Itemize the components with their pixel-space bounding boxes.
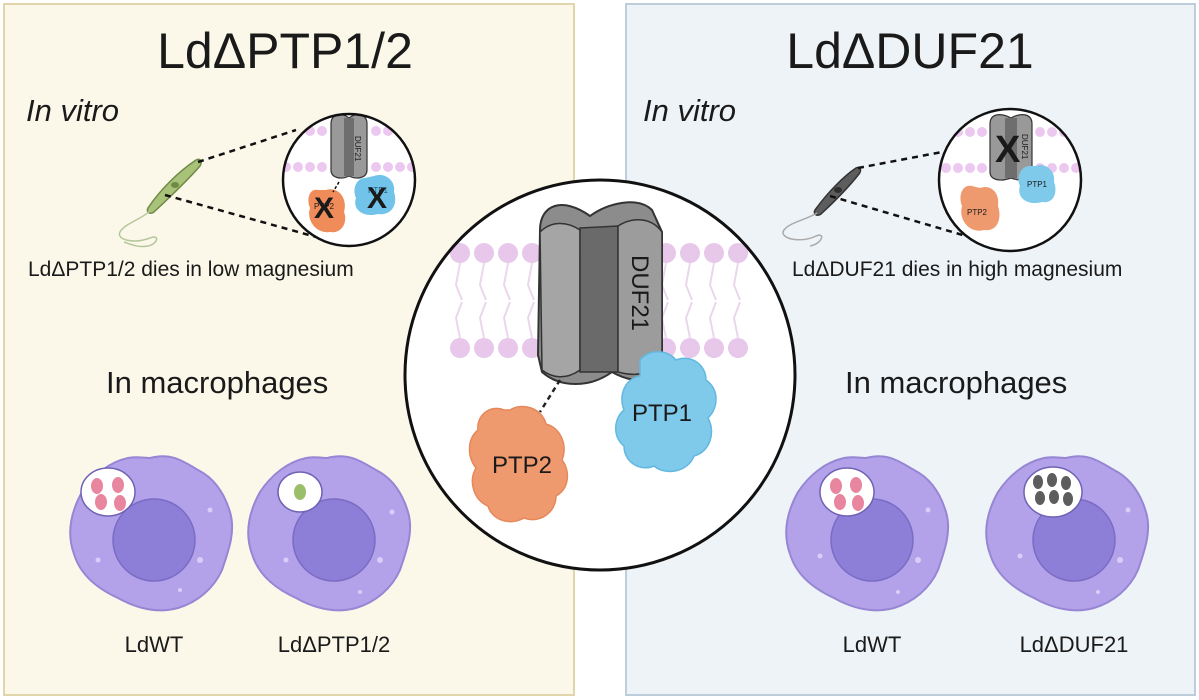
left-in-vitro-label: In vitro	[26, 93, 120, 128]
right-inset-ptp2-label: PTP2	[967, 208, 988, 217]
zoom-line-top	[857, 150, 943, 170]
center-channel-label: DUF21	[626, 255, 653, 332]
left-macrophage-heading: In macrophages	[106, 365, 329, 400]
macrophage-left-wt	[69, 455, 234, 612]
ptp1-knockout-mark: X	[367, 182, 388, 215]
center-ptp1-label: PTP1	[632, 400, 693, 427]
zoom-line-top	[197, 128, 297, 164]
macrophage-right-wt	[785, 455, 950, 612]
duf21-channel	[536, 201, 663, 385]
right-inset-ptp1-label: PTP1	[1027, 180, 1048, 189]
macrophage-right-duf-ko	[985, 455, 1150, 612]
right-inset-channel-label: DUF21	[1020, 134, 1029, 160]
ptp2-knockout-mark: X	[314, 192, 335, 225]
ptp2-protein	[468, 405, 569, 523]
left-inset-zoom	[281, 112, 417, 248]
right-macrophage-heading: In macrophages	[845, 365, 1068, 400]
zoom-line-bottom	[829, 194, 967, 238]
parasite-duf-ko-icon	[782, 166, 862, 247]
left-inset-ptp1-label: PTP1	[368, 186, 389, 195]
right-cell-ko-label: LdΔDUF21	[1019, 632, 1129, 657]
macrophage-left-ptp-ko	[247, 455, 412, 612]
right-panel-title: LdΔDUF21	[786, 23, 1034, 79]
ptp1-protein	[615, 351, 717, 473]
left-inset-channel-label: DUF21	[353, 136, 362, 162]
left-cell-wt-label: LdWT	[124, 632, 184, 657]
left-panel-title: LdΔPTP1/2	[157, 23, 413, 79]
duf21-knockout-mark: X	[995, 129, 1021, 171]
center-ptp2-label: PTP2	[492, 452, 553, 479]
left-in-vitro-caption: LdΔPTP1/2 dies in low magnesium	[28, 258, 354, 281]
center-zoom-circle	[403, 178, 797, 572]
parasite-ptp-ko-icon	[118, 158, 202, 248]
right-in-vitro-label: In vitro	[643, 93, 737, 128]
right-in-vitro-caption: LdΔDUF21 dies in high magnesium	[792, 258, 1123, 281]
membrane-bilayer	[450, 243, 748, 358]
left-cell-ko-label: LdΔPTP1/2	[277, 632, 391, 657]
left-inset-ptp2-label: PTP2	[314, 202, 335, 211]
right-cell-wt-label: LdWT	[842, 632, 902, 657]
